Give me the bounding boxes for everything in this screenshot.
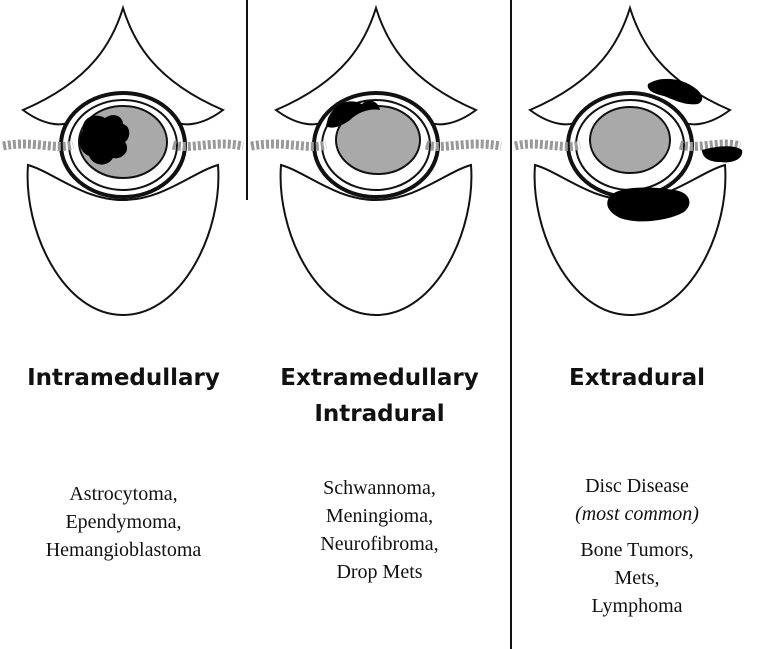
spinal-cord [589, 106, 671, 174]
panel-extradural: Extradural Disc Disease (most common) Bo… [512, 0, 762, 649]
vertebral-body [279, 163, 473, 317]
nerve-roots [250, 139, 502, 151]
list-item: Hemangioblastoma [45, 539, 202, 561]
list-item: Astrocytoma, [69, 483, 178, 505]
nerve-roots [2, 139, 244, 151]
list-item: Mets, [614, 567, 660, 589]
extradural-lesion-lateral [702, 146, 743, 163]
divider-right [510, 0, 512, 649]
divider-left [246, 0, 248, 200]
list-item: Disc Disease [585, 475, 689, 497]
tumor-list: Schwannoma, Meningioma, Neurofibroma, Dr… [248, 474, 511, 586]
extradural-lesion-posterior [647, 78, 703, 105]
panel-extramedullary-intradural: Extramedullary Intradural Schwannoma, Me… [248, 0, 511, 649]
vertebra-illustration-intramedullary [2, 4, 244, 317]
title-line: Intradural [314, 401, 445, 427]
vertebra-illustration-extradural [513, 4, 743, 317]
intramedullary-lesion [79, 115, 130, 165]
extradural-lesion-anterior [607, 187, 690, 222]
panel-title: Extradural [512, 360, 762, 396]
panel-intramedullary: Intramedullary Astrocytoma, Ependymoma, … [0, 0, 247, 649]
list-item: Neurofibroma, [320, 533, 439, 555]
panel-title: Extramedullary Intradural [248, 360, 511, 432]
panel-title: Intramedullary [0, 360, 247, 396]
list-item: Drop Mets [336, 561, 423, 583]
tumor-list: Disc Disease (most common) Bone Tumors, … [512, 472, 762, 620]
list-note: (most common) [575, 503, 699, 525]
title-line: Extramedullary [280, 365, 479, 391]
vertebra-illustration-extramedullary [250, 4, 502, 317]
list-item: Lymphoma [591, 595, 683, 617]
title-line: Intramedullary [27, 365, 220, 391]
title-line: Extradural [569, 365, 705, 391]
extramedullary-lesion [326, 100, 380, 128]
list-item: Bone Tumors, [580, 539, 694, 561]
nerve-roots [513, 139, 742, 151]
vertebral-body [26, 163, 220, 317]
list-item: Meningioma, [325, 505, 434, 527]
list-item: Schwannoma, [323, 477, 436, 499]
tumor-list: Astrocytoma, Ependymoma, Hemangioblastom… [0, 480, 247, 564]
list-item: Ependymoma, [65, 511, 182, 533]
